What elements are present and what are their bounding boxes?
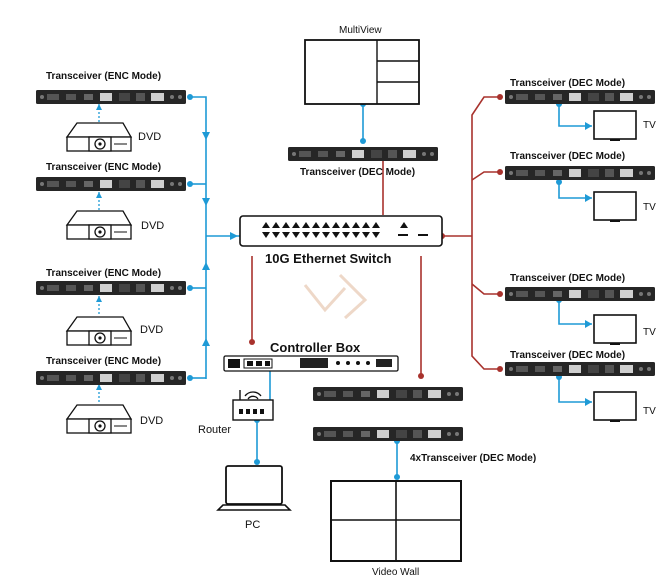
decoder-label: Transceiver (DEC Mode) xyxy=(510,350,625,361)
dvd-label: DVD xyxy=(141,220,164,232)
router-label: Router xyxy=(198,424,231,436)
arrow-heads xyxy=(202,122,592,406)
controller-box: Controller Box xyxy=(223,340,399,372)
transceiver-device xyxy=(288,147,438,161)
decoder-group-3: Transceiver (DEC Mode) TV xyxy=(505,273,656,346)
multiview-decoder: Transceiver (DEC Mode) xyxy=(288,147,438,178)
watermark-logo xyxy=(303,273,368,320)
switch-icon xyxy=(239,215,443,247)
encoder-group-3: Transceiver (ENC Mode) DVD xyxy=(36,268,186,346)
video-wall: Video Wall xyxy=(330,480,462,578)
dvd-player-icon xyxy=(66,316,132,346)
switch-label: 10G Ethernet Switch xyxy=(265,251,391,266)
tv-label: TV xyxy=(643,202,656,213)
transceiver-device xyxy=(36,371,186,385)
controller-label: Controller Box xyxy=(270,340,361,355)
ethernet-switch: 10G Ethernet Switch xyxy=(239,215,443,266)
tv-label: TV xyxy=(643,406,656,417)
dvd-label: DVD xyxy=(138,131,161,143)
red-links xyxy=(251,96,500,376)
videowall-label: Video Wall xyxy=(372,567,419,578)
decoder-label: Transceiver (DEC Mode) xyxy=(300,167,415,178)
decoder-group-4: Transceiver (DEC Mode) TV xyxy=(505,350,656,423)
tv-icon xyxy=(593,314,637,346)
decoder-label: Transceiver (DEC Mode) xyxy=(510,151,625,162)
decoder-label: Transceiver (DEC Mode) xyxy=(510,273,625,284)
encoder-group-2: Transceiver (ENC Mode) DVD xyxy=(36,162,186,240)
fourx-label: 4xTransceiver (DEC Mode) xyxy=(410,453,536,464)
encoder-group-4: Transceiver (ENC Mode) DVD xyxy=(36,356,186,434)
tv-icon xyxy=(593,110,637,142)
multiview-display: MultiView xyxy=(304,25,420,105)
monitor-icon xyxy=(304,39,420,105)
transceiver-device xyxy=(505,287,655,301)
transceiver-device xyxy=(313,387,463,401)
encoder-label: Transceiver (ENC Mode) xyxy=(46,71,161,82)
laptop-icon xyxy=(225,465,283,505)
encoder-group-1: Transceiver (ENC Mode) DVD xyxy=(36,71,186,152)
tv-icon xyxy=(593,391,637,423)
tv-label: TV xyxy=(643,327,656,338)
encoder-label: Transceiver (ENC Mode) xyxy=(46,268,161,279)
pc-label: PC xyxy=(245,519,260,531)
transceiver-device xyxy=(36,90,186,104)
decoder-group-2: Transceiver (DEC Mode) TV xyxy=(505,151,656,223)
blue-links xyxy=(190,96,592,477)
router: Router xyxy=(198,390,274,436)
transceiver-device xyxy=(505,166,655,180)
encoder-label: Transceiver (ENC Mode) xyxy=(46,162,161,173)
dvd-label: DVD xyxy=(140,324,163,336)
four-decoders: 4xTransceiver (DEC Mode) xyxy=(313,387,536,464)
transceiver-device xyxy=(505,90,655,104)
transceiver-device xyxy=(505,362,655,376)
decoder-label: Transceiver (DEC Mode) xyxy=(510,78,625,89)
dvd-player-icon xyxy=(66,210,132,240)
dvd-player-icon xyxy=(66,122,132,152)
transceiver-device xyxy=(313,427,463,441)
transceiver-device xyxy=(36,177,186,191)
multiview-label: MultiView xyxy=(339,25,382,36)
dvd-player-icon xyxy=(66,404,132,434)
tv-icon xyxy=(593,191,637,223)
transceiver-device xyxy=(36,281,186,295)
encoder-label: Transceiver (ENC Mode) xyxy=(46,356,161,367)
pc: PC xyxy=(216,465,292,531)
dvd-label: DVD xyxy=(140,415,163,427)
tv-label: TV xyxy=(643,120,656,131)
decoder-group-1: Transceiver (DEC Mode) TV xyxy=(505,78,656,142)
